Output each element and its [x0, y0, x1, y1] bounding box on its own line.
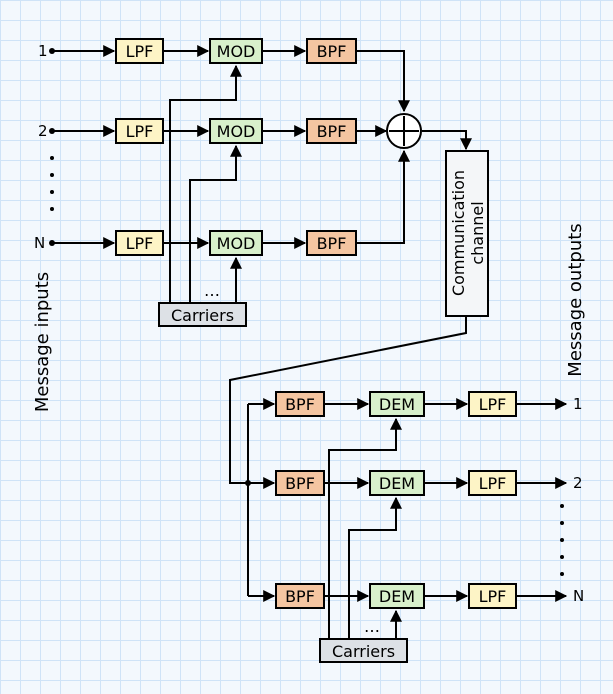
- mod-block: MOD: [209, 38, 263, 64]
- lpf-block: LPF: [468, 470, 517, 496]
- mod-label: MOD: [217, 234, 256, 253]
- output-label-1: 1: [573, 395, 583, 413]
- carriers-ellipsis: …: [364, 617, 380, 636]
- output-label-2: 2: [573, 474, 583, 492]
- bpf-block: BPF: [306, 230, 357, 256]
- carriers-label: Carriers: [332, 642, 395, 661]
- lpf-label: LPF: [126, 42, 154, 61]
- mod-label: MOD: [217, 42, 256, 61]
- lpf-label: LPF: [479, 587, 507, 606]
- input-label-n: N: [34, 234, 45, 252]
- message-outputs-label: Message outputs: [565, 223, 586, 376]
- mod-label: MOD: [217, 122, 256, 141]
- message-inputs-label: Message inputs: [32, 272, 53, 412]
- carriers-block: Carriers: [319, 638, 408, 663]
- communication-channel-block: Communication channel: [445, 150, 489, 317]
- dem-block: DEM: [369, 583, 425, 609]
- carriers-label: Carriers: [171, 306, 234, 325]
- lpf-label: LPF: [479, 395, 507, 414]
- lpf-block: LPF: [468, 391, 517, 417]
- channel-label-line1: Communication: [449, 170, 468, 296]
- lpf-block: LPF: [115, 230, 164, 256]
- input-label-2: 2: [38, 122, 48, 140]
- bpf-label: BPF: [317, 234, 347, 253]
- mod-block: MOD: [209, 230, 263, 256]
- mod-block: MOD: [209, 118, 263, 144]
- dem-block: DEM: [369, 391, 425, 417]
- receiver-wires: [229, 317, 568, 638]
- bpf-block: BPF: [275, 391, 325, 417]
- lpf-label: LPF: [126, 234, 154, 253]
- bpf-label: BPF: [285, 474, 315, 493]
- lpf-label: LPF: [126, 122, 154, 141]
- bpf-block: BPF: [275, 583, 325, 609]
- terminal-dots: [49, 48, 251, 486]
- bpf-label: BPF: [285, 395, 315, 414]
- bpf-block: BPF: [306, 118, 357, 144]
- bpf-block: BPF: [275, 470, 325, 496]
- carriers-ellipsis: …: [204, 281, 220, 300]
- bpf-label: BPF: [317, 122, 347, 141]
- lpf-block: LPF: [115, 38, 164, 64]
- output-vertical-ellipsis: [560, 504, 564, 576]
- bpf-block: BPF: [306, 38, 357, 64]
- lpf-block: LPF: [115, 118, 164, 144]
- dem-label: DEM: [379, 395, 415, 414]
- dem-label: DEM: [379, 474, 415, 493]
- lpf-label: LPF: [479, 474, 507, 493]
- channel-label-line2: channel: [468, 201, 487, 264]
- input-label-1: 1: [38, 42, 48, 60]
- bpf-label: BPF: [285, 587, 315, 606]
- output-label-n: N: [573, 587, 584, 605]
- summing-junction-icon: [386, 113, 422, 149]
- bpf-label: BPF: [317, 42, 347, 61]
- dem-block: DEM: [369, 470, 425, 496]
- carriers-block: Carriers: [158, 302, 247, 327]
- lpf-block: LPF: [468, 583, 517, 609]
- dem-label: DEM: [379, 587, 415, 606]
- transmitter-wires: [52, 45, 472, 302]
- input-vertical-ellipsis: [50, 156, 54, 211]
